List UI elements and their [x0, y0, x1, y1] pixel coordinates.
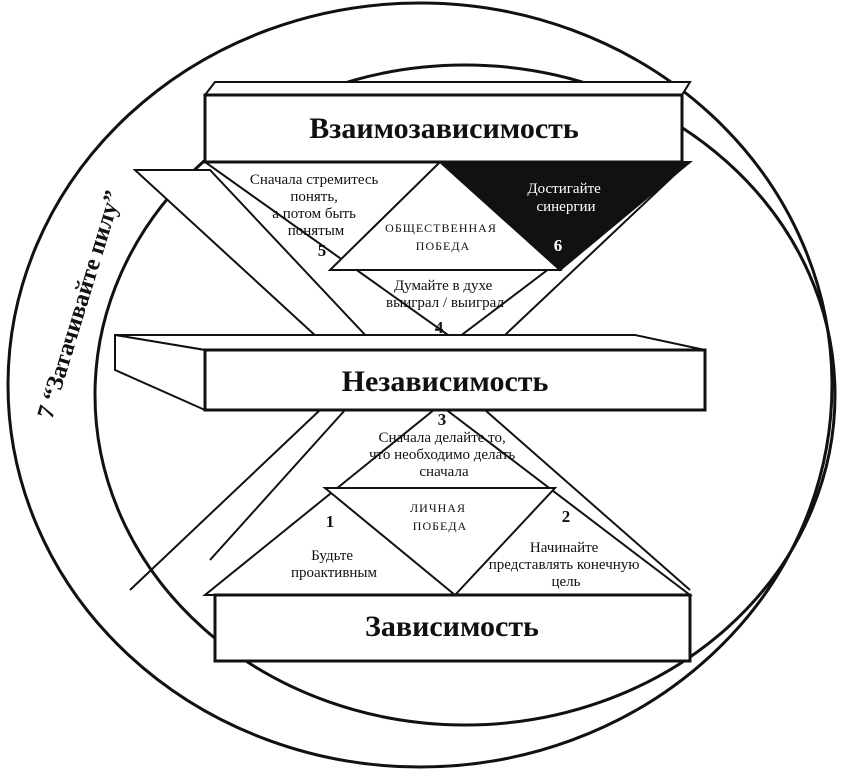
- dependence-label: Зависимость: [365, 610, 539, 643]
- x-diagonal-lower-right: [484, 409, 691, 591]
- independence-label: Независимость: [342, 365, 549, 398]
- habit-1-number: 1: [326, 512, 335, 531]
- habit-3-text: Сначала делайте то, что необходимо делат…: [369, 430, 519, 480]
- interdependence-label: Взаимозависимость: [309, 112, 579, 145]
- habit-6-number: 6: [554, 236, 563, 255]
- interdependence-box-top: [202, 81, 692, 96]
- habit-6-text: Достигайте синергии: [527, 181, 604, 215]
- x-diagonal-lower-left-inner: [209, 409, 346, 561]
- interdependence-box: [203, 93, 684, 164]
- habit-1-text: Будьте проактивным: [291, 548, 378, 581]
- x-diagonal-upper-right: [504, 164, 686, 336]
- habit-3-number: 3: [438, 410, 447, 429]
- outer-circle: [6, 1, 834, 769]
- habit-5-number: 5: [318, 241, 327, 260]
- habit-4-number: 4: [435, 318, 444, 337]
- independence-box: [203, 348, 707, 412]
- habit-2-text: Начинайте представлять конечную цель: [489, 540, 643, 590]
- independence-slab-top: [114, 334, 706, 351]
- habit-5-text: Сначала стремитесь понять, а потом быть …: [250, 172, 382, 239]
- habit-4-text: Думайте в духе выиграл / выиграл: [386, 278, 504, 311]
- public-victory-label: ОБЩЕСТВЕННАЯ ПОБЕДА: [385, 221, 501, 253]
- private-victory-label: ЛИЧНАЯ ПОБЕДА: [410, 501, 470, 533]
- inner-circle: [93, 63, 837, 727]
- dependence-box: [213, 593, 692, 663]
- x-diagonal-lower-left: [129, 409, 321, 591]
- habit-2-number: 2: [562, 507, 571, 526]
